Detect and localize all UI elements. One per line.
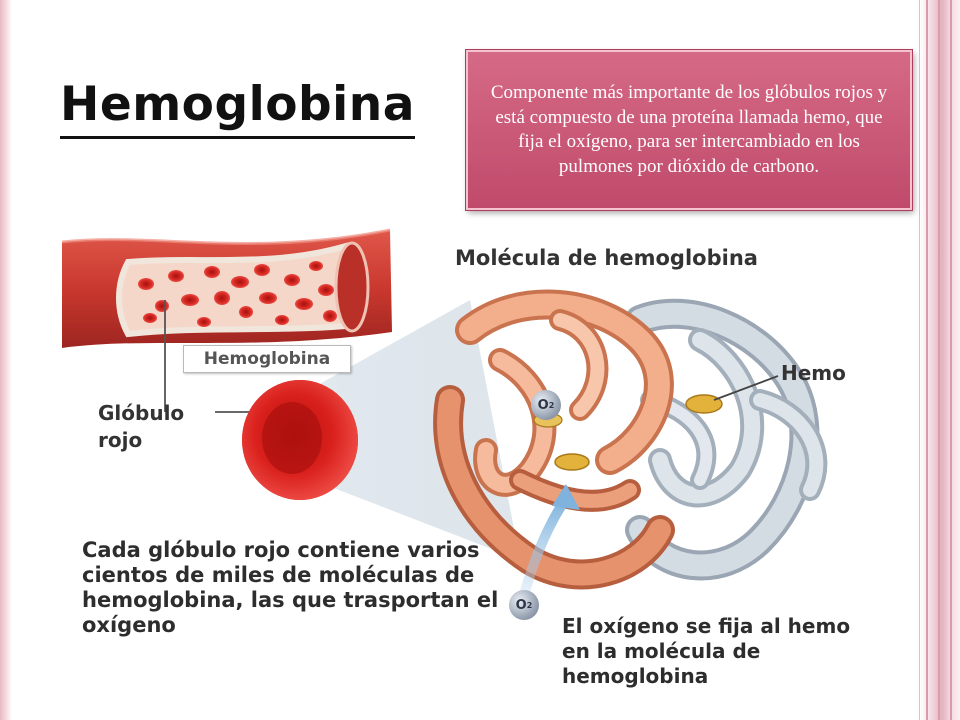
blood-vessel: [61, 228, 392, 348]
slide-frame-left: [0, 0, 12, 720]
hemoglobin-illustration: [61, 228, 828, 615]
caption-right: El oxígeno se fija al hemo en la molécul…: [562, 614, 851, 688]
heme-disc: [554, 453, 590, 471]
o2-subscript: 2: [548, 400, 555, 410]
leader-line: [713, 375, 779, 401]
frame-rail: [926, 0, 928, 720]
definition-callout: Componente más importante de los glóbulo…: [466, 50, 912, 210]
hemoglobin-tag: Hemoglobina: [183, 345, 351, 373]
heme-disc: [685, 394, 723, 414]
page-title: Hemoglobina: [60, 77, 415, 140]
heme-label: Hemo: [781, 361, 846, 385]
frame-rail: [938, 0, 940, 720]
callout-text: Componente más importante de los glóbulo…: [490, 82, 888, 177]
o2-subscript: 2: [526, 600, 533, 610]
red-blood-cell: [242, 380, 358, 500]
red-cell-label: Glóbulo rojo: [98, 401, 185, 452]
hemoglobin-molecule: [433, 289, 828, 590]
o2-symbol: O: [537, 397, 549, 413]
frame-rail: [950, 0, 952, 720]
molecule-label: Molécula de hemoglobina: [455, 246, 758, 270]
slide-frame-right: [919, 0, 960, 720]
hemoglobin-tag-text: Hemoglobina: [203, 349, 331, 369]
caption-left: Cada glóbulo rojo contiene varios ciento…: [82, 538, 499, 637]
oxygen-arrowhead: [552, 484, 580, 510]
o2-symbol: O: [515, 597, 527, 613]
